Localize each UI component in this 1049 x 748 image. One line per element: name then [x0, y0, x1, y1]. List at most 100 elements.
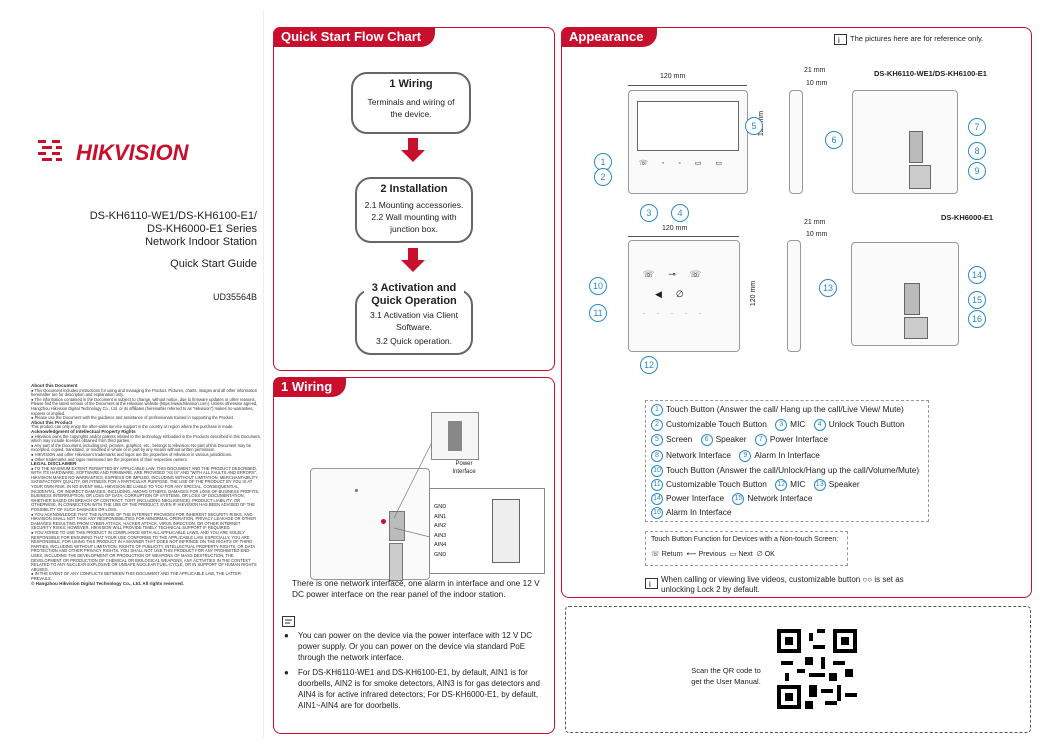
- dim-height-b: 120 mm: [750, 280, 758, 307]
- device-a-side: [789, 90, 803, 194]
- legend-15: Network Interface: [747, 493, 813, 504]
- rear-indicator: [381, 519, 386, 524]
- device-b-buttons-row2: ◀∅: [655, 289, 698, 299]
- flow-chart-title: Quick Start Flow Chart: [273, 27, 436, 47]
- device-a-screen: [637, 101, 739, 151]
- callout-2: 2: [594, 168, 612, 186]
- callout-7: 7: [968, 118, 986, 136]
- device-b-rear-network: [904, 317, 928, 339]
- power-interface-detail: [431, 412, 479, 460]
- qr-code-image: [777, 629, 857, 709]
- camera-icon: ▭: [729, 551, 737, 558]
- legal-1: ● TO THE MAXIMUM EXTENT PERMITTED BY APP…: [31, 465, 260, 513]
- model-a-label: DS-KH6110-WE1/DS-KH6100-E1: [874, 69, 987, 78]
- svg-text:i: i: [838, 36, 840, 45]
- about-doc-1: ● This Document includes instructions fo…: [31, 387, 258, 398]
- device-a-rear-network: [909, 165, 931, 189]
- legend-2: Customizable Touch Button: [666, 419, 767, 430]
- about-prod: This product can only enjoy the after-sa…: [31, 424, 234, 430]
- callout-3: 3: [640, 204, 658, 222]
- legend-11: Customizable Touch Button: [666, 479, 767, 490]
- ipr-1: ● Hikvision owns the copyrights and/or p…: [31, 433, 261, 444]
- wiring-note-1: ●You can power on the device via the pow…: [284, 630, 544, 663]
- dim-depth-a1: 21 mm: [804, 67, 826, 74]
- legend-4: Unlock Touch Button: [828, 419, 905, 430]
- callout-6: 6: [825, 131, 843, 149]
- legend-9: Alarm In Interface: [754, 450, 820, 461]
- legal-4: ● IN THE EVENT OF ANY CONFLICTS BETWEEN …: [31, 571, 241, 581]
- legend-10: Touch Button (Answer the call/Unlock/Han…: [666, 465, 920, 476]
- appearance-panel: Appearance: [561, 27, 1032, 598]
- terminal-label: AIN1: [434, 513, 447, 520]
- flow-step-1-heading: 1 Wiring: [383, 78, 439, 91]
- model-line-2: DS-KH6000-E1 Series: [146, 223, 257, 235]
- power-connector-icon: [448, 421, 462, 451]
- qr-instructions: Scan the QR code to get the User Manual.: [691, 666, 761, 686]
- legal-3: ● YOU AGREE TO USE THIS PRODUCT IN COMPL…: [31, 530, 257, 572]
- legal-heading: LEGAL DISCLAIMER: [31, 461, 77, 467]
- callout-8: 8: [968, 142, 986, 160]
- flow-step-3: 3 Activation and Quick Operation 3.1 Act…: [355, 282, 473, 355]
- legend-16: Alarm In Interface: [666, 507, 732, 518]
- callout-15: 15: [968, 291, 986, 309]
- callout-10: 10: [589, 277, 607, 295]
- legend-6: Speaker: [715, 434, 747, 445]
- dim-width-b: 120 mm: [662, 225, 688, 232]
- ipr-4: ● Other trademarks and logos mentioned a…: [31, 456, 188, 462]
- note-icon: [282, 615, 298, 633]
- copyright: © Hangzhou Hikvision Digital Technology …: [31, 580, 184, 586]
- wiring-description: There is one network interface, one alar…: [292, 578, 540, 599]
- callout-4: 4: [671, 204, 689, 222]
- device-b-rear: [851, 242, 959, 346]
- device-a-buttons: ☏◦◦▭▭: [639, 160, 736, 167]
- fold-guide: [263, 10, 264, 738]
- callout-14: 14: [968, 266, 986, 284]
- legend-box: [645, 400, 929, 522]
- phone-icon: ☏: [651, 551, 660, 558]
- dim-line-b: [628, 236, 739, 237]
- about-prod-heading: About this Product: [31, 419, 73, 425]
- callout-16: 16: [968, 310, 986, 328]
- wiring-title: 1 Wiring: [273, 377, 347, 397]
- nontouch-previous: Previous: [698, 551, 726, 558]
- arrow-left-icon: ⟵: [686, 551, 697, 558]
- terminal-label: GND: [434, 504, 447, 510]
- qr-panel: Scan the QR code to get the User Manual.: [565, 606, 1031, 733]
- custom-note: When calling or viewing live videos, cus…: [661, 575, 904, 594]
- dim-depth-a2: 10 mm: [806, 80, 828, 87]
- device-b-buttons-row1: ☏⊸☏: [643, 269, 716, 279]
- callout-12: 12: [640, 356, 658, 374]
- wiring-note-1-text: You can power on the device via the powe…: [298, 631, 533, 662]
- terminal-label: AIN3: [434, 532, 447, 539]
- terminal-label: GND: [434, 551, 447, 558]
- callout-9: 9: [968, 162, 986, 180]
- nontouch-box: Touch Button Function for Devices with a…: [645, 531, 848, 566]
- ipr-3: ● HIKVISION and other Hikvision's tradem…: [31, 451, 233, 457]
- doc-code: UD35564B: [212, 292, 257, 302]
- dim-depth-b1: 21 mm: [804, 219, 826, 226]
- appearance-title: Appearance: [561, 27, 658, 47]
- terminal-labels: GND AIN1 AIN2 AIN3 AIN4 GND: [434, 503, 458, 560]
- model-b-label: DS-KH6000-E1: [941, 213, 994, 222]
- nontouch-return: Return: [661, 551, 683, 558]
- callout-13: 13: [819, 279, 837, 297]
- guide-title: Quick Start Guide: [170, 258, 257, 270]
- nontouch-title: Touch Button Function for Devices with a…: [651, 536, 839, 543]
- wiring-panel: 1 Wiring Power Interface GND AIN1 AIN2 A…: [273, 377, 555, 734]
- device-a-rear-port: [909, 131, 923, 163]
- dim-width-a: 120 mm: [660, 73, 686, 80]
- legend-13: Speaker: [828, 479, 860, 490]
- flow-step-3-heading: 3 Activation and Quick Operation: [364, 282, 464, 308]
- flow-step-2-text-1: 2.1 Mounting accessories.: [364, 200, 464, 210]
- terminal-label: AIN4: [434, 542, 447, 548]
- dim-line-a: [628, 85, 747, 86]
- reference-note-icon: i: [834, 33, 848, 51]
- flow-step-3-text-1: 3.1 Activation via Client Software.: [370, 310, 458, 332]
- legend-8: Network Interface: [666, 450, 732, 461]
- rear-port: [389, 543, 403, 581]
- model-line-3: Network Indoor Station: [145, 236, 257, 248]
